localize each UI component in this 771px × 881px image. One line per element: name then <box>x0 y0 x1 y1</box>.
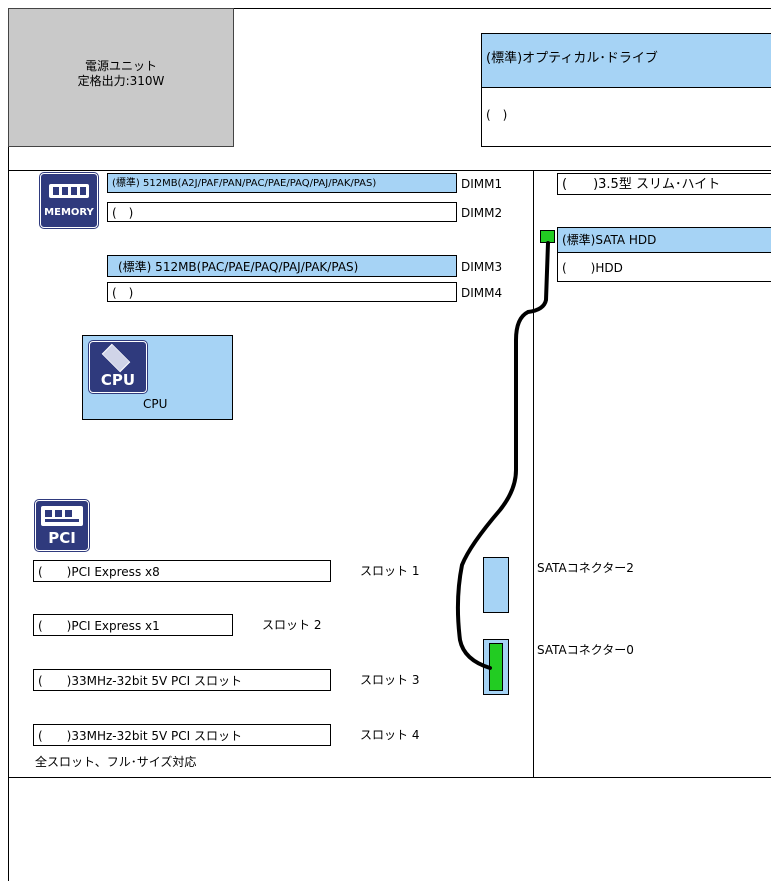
pci-icon-text: PCI <box>48 529 76 547</box>
pci-slot-2-value: ( )PCI Express x1 <box>38 619 160 633</box>
pci-slot-4[interactable]: ( )33MHz-32bit 5V PCI スロット <box>33 724 331 746</box>
cpu-icon-text: CPU <box>100 371 136 389</box>
pci-slot-3-label: スロット 3 <box>360 673 420 687</box>
motherboard-right-edge <box>533 170 534 777</box>
dimm3-slot[interactable]: (標準) 512MB(PAC/PAE/PAQ/PAJ/PAK/PAS) <box>107 255 457 277</box>
cpu-icon: CPU <box>89 341 147 393</box>
hdd-standard-label: (標準)SATA HDD <box>562 233 657 247</box>
optical-drive-slot[interactable]: ( ) <box>481 87 771 147</box>
cpu-label: CPU <box>143 397 168 411</box>
pci-slot-3[interactable]: ( )33MHz-32bit 5V PCI スロット <box>33 669 331 691</box>
pci-slot-3-value: ( )33MHz-32bit 5V PCI スロット <box>38 674 243 688</box>
slim-bay[interactable]: ( )3.5型 スリム･ハイト <box>557 173 771 195</box>
dimm4-slot[interactable]: ( ) <box>107 282 457 302</box>
dimm2-label: DIMM2 <box>461 206 503 220</box>
chassis-upper-divider <box>8 170 771 171</box>
optical-drive-slot-value: ( ) <box>486 108 508 122</box>
dimm1-value: (標準) 512MB(A2J/PAF/PAN/PAC/PAE/PAQ/PAJ/P… <box>112 178 377 189</box>
pci-slot-1[interactable]: ( )PCI Express x8 <box>33 560 331 582</box>
hdd-optional-bay[interactable]: ( )HDD <box>557 252 771 282</box>
dimm3-value: (標準) 512MB(PAC/PAE/PAQ/PAJ/PAK/PAS) <box>118 260 359 274</box>
sata-connector-2 <box>483 557 509 613</box>
dimm2-slot[interactable]: ( ) <box>107 202 457 222</box>
pci-slot-4-label: スロット 4 <box>360 728 420 742</box>
pci-icon: PCI <box>35 500 89 551</box>
dimm1-label: DIMM1 <box>461 177 503 191</box>
dimm3-label: DIMM3 <box>461 260 503 274</box>
dimm2-value: ( ) <box>112 206 134 220</box>
sata-connector-0-label: SATAコネクター0 <box>537 643 634 657</box>
memory-icon: MEMORY <box>40 173 98 228</box>
memory-chip-graphic <box>49 180 89 200</box>
pci-card-graphic <box>41 506 83 526</box>
slim-bay-label: ( )3.5型 スリム･ハイト <box>562 177 721 192</box>
power-supply-name: 電源ユニット <box>84 59 157 73</box>
pci-slot-4-value: ( )33MHz-32bit 5V PCI スロット <box>38 729 243 743</box>
dimm1-slot[interactable]: (標準) 512MB(A2J/PAF/PAN/PAC/PAE/PAQ/PAJ/P… <box>107 173 457 193</box>
sata-connector-2-label: SATAコネクター2 <box>537 561 634 575</box>
pci-slot-1-value: ( )PCI Express x8 <box>38 565 160 579</box>
chassis-top-line <box>8 8 771 9</box>
optical-drive-label: (標準)オプティカル･ドライブ <box>486 51 658 66</box>
pci-slot-2[interactable]: ( )PCI Express x1 <box>33 614 233 636</box>
memory-icon-text: MEMORY <box>44 207 94 218</box>
power-supply-rating: 定格出力:310W <box>77 74 165 88</box>
hdd-optional-label: ( )HDD <box>562 261 623 275</box>
pci-full-size-note: 全スロット、フル･サイズ対応 <box>35 755 197 769</box>
pci-slot-2-label: スロット 2 <box>262 618 322 632</box>
power-supply-unit: 電源ユニット 定格出力:310W <box>8 8 234 147</box>
pci-slot-1-label: スロット 1 <box>360 564 420 578</box>
dimm4-value: ( ) <box>112 286 134 300</box>
dimm4-label: DIMM4 <box>461 286 503 300</box>
chassis-lower-divider <box>8 777 771 778</box>
chassis-left-line <box>8 8 9 881</box>
